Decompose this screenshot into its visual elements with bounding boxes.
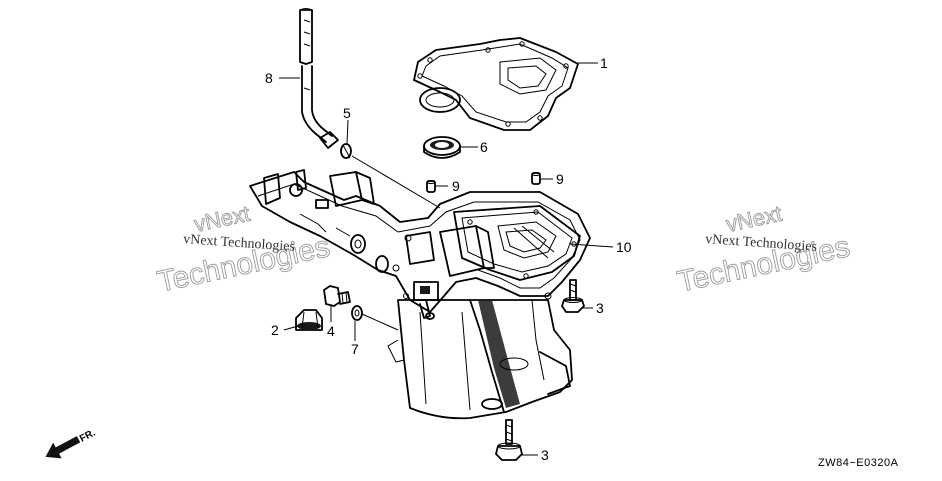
watermark-outline-small: vNext [724, 201, 784, 237]
part-flange-bolt-upper [561, 279, 585, 313]
diagram-reference-code: ZW84−E0320A [818, 457, 899, 469]
part-drain-plug [295, 309, 323, 331]
callout-3-lower: 3 [541, 447, 549, 463]
part-dowel-pin-left [426, 180, 436, 193]
watermark-right: vNext Technologies vNext Technologies [674, 200, 853, 299]
front-label: FR. [78, 427, 98, 444]
part-washer [351, 305, 363, 321]
watermark-outline-small: vNext [192, 201, 252, 237]
front-direction-indicator: FR. [45, 427, 98, 459]
callout-6: 6 [480, 139, 488, 155]
callout-4: 4 [327, 323, 335, 339]
callout-9-right: 9 [556, 171, 564, 187]
callout-10: 10 [616, 239, 632, 255]
part-gasket [413, 37, 579, 131]
part-tube-clip [340, 143, 352, 159]
callout-2: 2 [271, 322, 279, 338]
watermark-left: vNext Technologies vNext Technologies [154, 200, 333, 299]
front-arrow-icon [45, 436, 81, 459]
part-plug-bolt [323, 285, 351, 307]
callout-9-left: 9 [452, 178, 460, 194]
part-flange-bolt-lower [495, 419, 523, 461]
callout-3-upper: 3 [596, 300, 604, 316]
callout-7: 7 [351, 341, 359, 357]
callout-numbers: 8 1 5 6 9 9 10 3 3 2 4 7 [265, 55, 632, 463]
callout-1: 1 [600, 55, 608, 71]
part-oil-seal [423, 136, 461, 159]
part-dowel-pin-right [531, 172, 541, 185]
part-breather-tube [299, 8, 339, 149]
part-oil-case [249, 169, 591, 420]
callout-8: 8 [265, 70, 273, 86]
callout-5: 5 [343, 105, 351, 121]
leader-lines [279, 62, 614, 456]
